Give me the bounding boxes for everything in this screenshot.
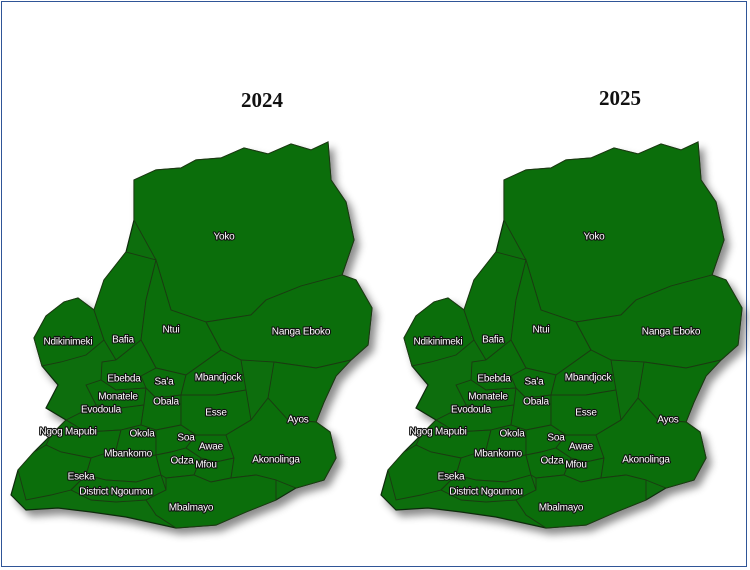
district-label: Soa [177,433,195,444]
district-label: Obala [153,397,179,408]
district-label: Mbandjock [565,373,613,384]
district-label: District Ngoumou [79,487,153,498]
district-label: Ngog Mapubi [409,427,466,438]
district-label: Okola [129,429,155,440]
district-label: Mbankomo [474,449,523,460]
map-title-2024: 2024 [241,88,283,112]
district-label: Monatele [468,392,508,403]
district-label: Esse [205,408,227,419]
district-label: Yoko [583,232,605,243]
district-label: Soa [547,433,565,444]
district-label: Ndikinimeki [414,337,463,348]
district-label: Nanga Eboko [642,327,701,338]
district-label: Okola [499,429,525,440]
district-label: Awae [569,442,594,453]
district-eseka [387,444,462,501]
district-label: Ndikinimeki [44,337,93,348]
district-label: Sa'a [525,377,545,388]
district-label: Mbankomo [104,449,153,460]
district-label: Sa'a [155,377,175,388]
district-label: Evodoula [451,405,492,416]
district-label: Obala [523,397,549,408]
district-label: Mbalmayo [169,503,214,514]
district-label: Evodoula [81,405,122,416]
district-district-ngoumou [440,474,537,503]
district-label: Ngog Mapubi [39,427,96,438]
district-label: Mbalmayo [539,503,584,514]
district-label: Ntui [533,325,550,336]
district-label: Bafia [482,335,504,346]
district-label: Odza [170,456,194,467]
district-nanga-eboko [575,274,743,369]
map-title-2025: 2025 [599,86,641,110]
district-label: Ayos [657,415,678,426]
district-label: Ebebda [477,374,511,385]
district-label: Eseka [68,472,95,483]
district-label: Odza [540,456,564,467]
district-mbalmayo [515,474,647,529]
district-label: Ntui [163,325,180,336]
district-label: Ebebda [107,374,141,385]
district-label: Akonolinga [622,455,670,466]
district-label: Nanga Eboko [272,327,331,338]
district-label: Akonolinga [252,455,300,466]
district-label: Awae [199,442,224,453]
district-label: Bafia [112,335,134,346]
district-eseka [17,444,92,501]
district-label: Esse [575,408,597,419]
district-label: Mbandjock [195,373,243,384]
district-district-ngoumou [70,474,167,503]
district-label: Ayos [287,415,308,426]
district-label: Yoko [213,232,235,243]
district-label: Mfou [565,460,586,471]
district-label: Monatele [98,392,138,403]
district-label: Mfou [195,460,216,471]
district-label: District Ngoumou [449,487,523,498]
district-label: Eseka [438,472,465,483]
district-nanga-eboko [205,274,373,369]
district-mbalmayo [145,474,277,529]
